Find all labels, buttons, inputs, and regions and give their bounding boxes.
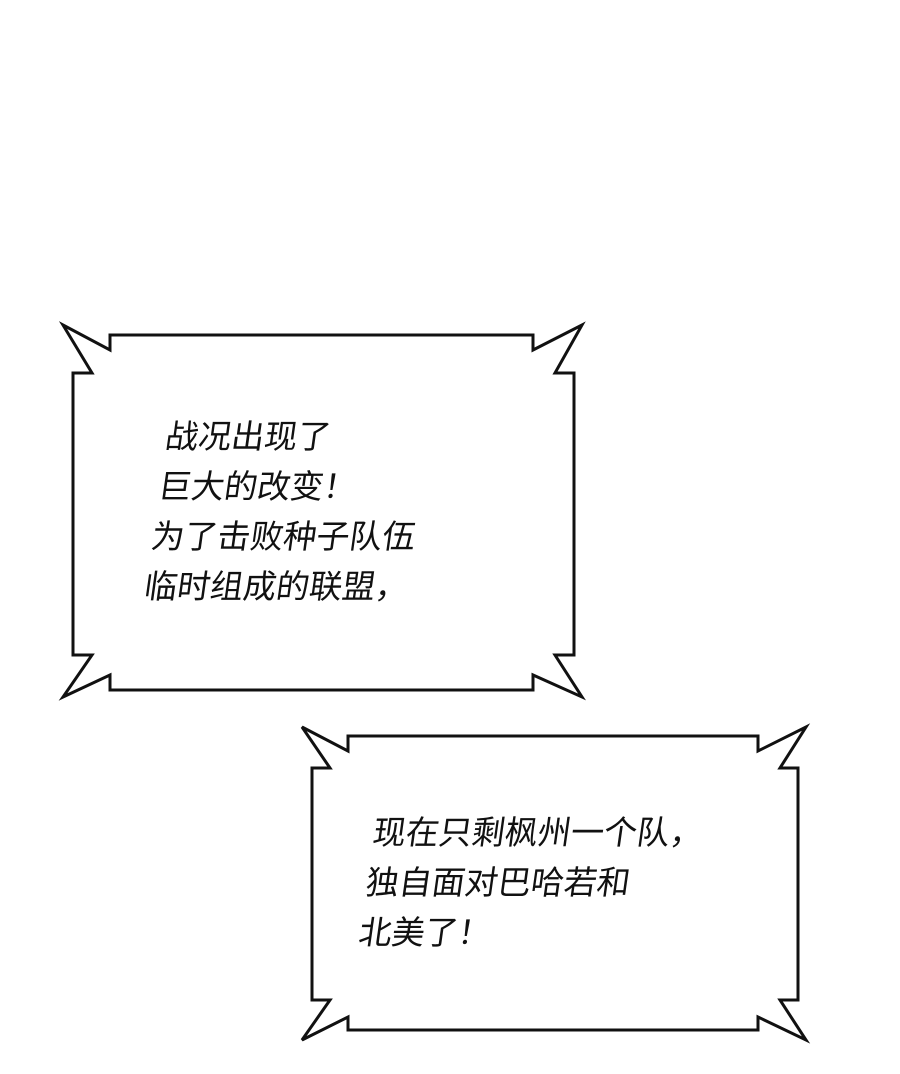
speech-text-1: 战况出现了 巨大的改变！ 为了击败种子队伍 临时组成的联盟， — [141, 412, 433, 612]
text-line: 独自面对巴哈若和 — [363, 863, 633, 902]
text-line: 战况出现了 — [162, 417, 334, 456]
text-line: 为了击败种子队伍 — [148, 517, 419, 556]
speech-box-1 — [58, 321, 586, 701]
text-line: 临时组成的联盟， — [141, 567, 412, 606]
text-line: 北美了！ — [356, 913, 494, 952]
speech-box-2 — [300, 723, 811, 1044]
speech-text-2: 现在只剩枫州一个队， 独自面对巴哈若和 北美了！ — [355, 808, 706, 958]
text-line: 现在只剩枫州一个队， — [370, 813, 706, 852]
text-line: 巨大的改变！ — [155, 467, 360, 506]
